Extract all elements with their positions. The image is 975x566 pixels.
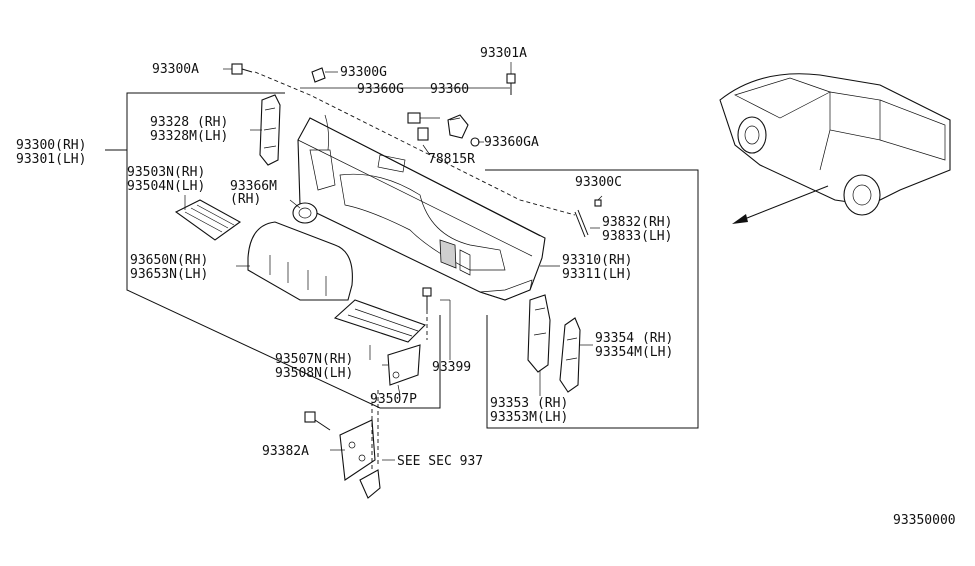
label-93300: 93300(RH): [16, 138, 86, 153]
truck-illustration: [719, 73, 951, 216]
label-93300G: 93300G: [340, 65, 387, 80]
label-93399: 93399: [432, 360, 471, 375]
label-93328: 93328 (RH): [150, 115, 228, 130]
part-labels: 93300A 93300G 93301A 93360G 93360 93360G…: [16, 46, 956, 528]
label-93503N: 93503N(RH): [127, 165, 205, 180]
label-78815R: 78815R: [428, 152, 475, 167]
label-93508N: 93508N(LH): [275, 366, 353, 381]
lower-bracket-part[interactable]: [304, 390, 381, 499]
label-see-sec: SEE SEC 937: [397, 454, 483, 469]
bracket-frames: [105, 92, 699, 429]
floor-mat-part[interactable]: [174, 199, 242, 241]
label-93328M: 93328M(LH): [150, 129, 228, 144]
label-93300C: 93300C: [575, 175, 622, 190]
rod-part[interactable]: [574, 199, 602, 238]
label-93650N: 93650N(RH): [130, 253, 208, 268]
label-93832: 93832(RH): [602, 215, 672, 230]
lamp-bracket-part[interactable]: [407, 112, 480, 147]
label-93366M-side: (RH): [230, 192, 261, 207]
label-93366M: 93366M: [230, 179, 277, 194]
direction-arrow: [732, 185, 829, 224]
label-93833: 93833(LH): [602, 229, 672, 244]
tailgate-wire: [254, 71, 576, 216]
label-93311: 93311(LH): [562, 267, 632, 282]
label-93507P: 93507P: [370, 392, 417, 407]
label-93301A: 93301A: [480, 46, 527, 61]
label-93382A: 93382A: [262, 444, 309, 459]
floor-piece-part[interactable]: [333, 299, 427, 343]
bracket-part[interactable]: [387, 344, 421, 386]
rear-panel-part[interactable]: [297, 114, 546, 301]
label-93354M: 93354M(LH): [595, 345, 673, 360]
label-93360G: 93360G: [357, 82, 404, 97]
label-93504N: 93504N(LH): [127, 179, 205, 194]
guide-part-2[interactable]: [559, 317, 581, 393]
label-93507N: 93507N(RH): [275, 352, 353, 367]
label-93653N: 93653N(LH): [130, 267, 208, 282]
label-93301: 93301(LH): [16, 152, 86, 167]
label-93310: 93310(RH): [562, 253, 632, 268]
side-reinforcement-part[interactable]: [259, 94, 281, 166]
bolt-93399[interactable]: [422, 287, 432, 340]
label-93353: 93353 (RH): [490, 396, 568, 411]
label-93353M: 93353M(LH): [490, 410, 568, 425]
label-93354: 93354 (RH): [595, 331, 673, 346]
cap-part[interactable]: [292, 202, 318, 224]
label-93360: 93360: [430, 82, 469, 97]
wheelhouse-liner-part[interactable]: [247, 221, 353, 301]
leader-lines: [184, 62, 603, 461]
diagram-code: 93350000: [893, 513, 956, 528]
guide-part[interactable]: [527, 294, 551, 373]
label-93300A: 93300A: [152, 62, 199, 77]
label-93360GA: 93360GA: [484, 135, 539, 150]
